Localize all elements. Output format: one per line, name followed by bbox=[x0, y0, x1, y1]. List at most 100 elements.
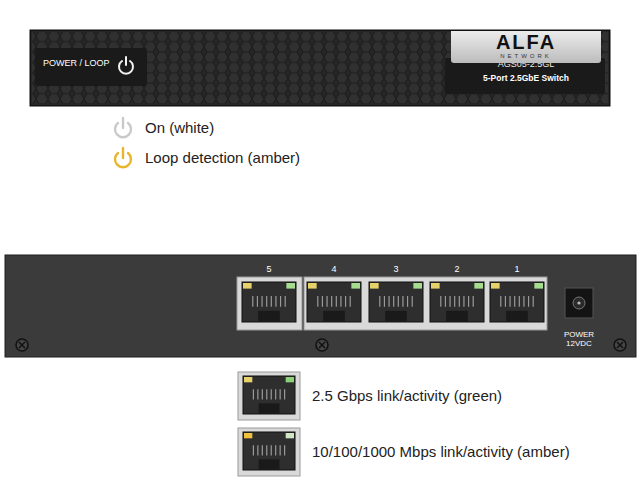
port-contact bbox=[275, 389, 276, 399]
port-contact bbox=[285, 296, 286, 307]
port-jack bbox=[307, 282, 361, 322]
port-contact bbox=[463, 296, 464, 307]
port-contact bbox=[266, 389, 267, 399]
port-contact bbox=[336, 296, 337, 307]
port-contact bbox=[379, 296, 380, 307]
hex-grille bbox=[32, 32, 608, 104]
led bbox=[491, 283, 500, 289]
port-number: 2 bbox=[454, 264, 459, 274]
rear-panel bbox=[5, 255, 636, 357]
led bbox=[370, 283, 379, 289]
power-icon-white bbox=[115, 118, 131, 137]
port-contact bbox=[257, 389, 258, 399]
port-contact bbox=[402, 296, 403, 307]
led bbox=[351, 283, 360, 289]
port-contact bbox=[253, 445, 254, 455]
led bbox=[244, 433, 252, 438]
port-notch bbox=[259, 403, 280, 414]
led bbox=[308, 283, 317, 289]
port-notch bbox=[385, 311, 407, 322]
port-contact bbox=[519, 296, 520, 307]
front-panel bbox=[30, 30, 610, 106]
led bbox=[413, 283, 422, 289]
legend-text: Loop detection (amber) bbox=[145, 149, 300, 166]
port-contact bbox=[514, 296, 515, 307]
port-jack bbox=[242, 282, 296, 322]
power-jack-socket bbox=[573, 297, 585, 309]
port-contact bbox=[322, 296, 323, 307]
port-frame bbox=[237, 277, 302, 330]
port-jack bbox=[243, 376, 295, 414]
power-icon bbox=[119, 57, 133, 74]
port-contact bbox=[340, 296, 341, 307]
port-contact bbox=[280, 296, 281, 307]
brand-logo-text: NETWORK bbox=[500, 53, 552, 60]
port-contact bbox=[398, 296, 399, 307]
port-contact bbox=[440, 296, 441, 307]
port-legend-icons bbox=[238, 372, 300, 476]
led-plate bbox=[35, 48, 147, 86]
port-contact bbox=[284, 445, 285, 455]
port-contact bbox=[280, 389, 281, 399]
port-contact bbox=[284, 389, 285, 399]
panel-label: POWER / LOOP bbox=[43, 58, 110, 68]
port-contact bbox=[262, 389, 263, 399]
port-contact bbox=[473, 296, 474, 307]
port-contact bbox=[271, 296, 272, 307]
panel-label: 5-Port 2.5GbE Switch bbox=[483, 74, 569, 84]
model-plate bbox=[445, 58, 605, 94]
port-number: 1 bbox=[514, 264, 519, 274]
panel-box: POWER / LOOPAGS05-2.5GL5-Port 2.5GbE Swi… bbox=[30, 30, 610, 106]
screw bbox=[16, 339, 28, 351]
port-notch bbox=[323, 311, 345, 322]
legend-text: 10/100/1000 Mbps link/activity (amber) bbox=[312, 443, 570, 460]
led bbox=[286, 377, 294, 382]
logo-badge: ALFANETWORK bbox=[451, 31, 601, 63]
port-contact bbox=[412, 296, 413, 307]
led bbox=[431, 283, 440, 289]
port-contact bbox=[266, 445, 267, 455]
led bbox=[286, 283, 295, 289]
port-number: 4 bbox=[331, 264, 336, 274]
screws bbox=[16, 339, 626, 351]
port-notch bbox=[259, 459, 280, 470]
port-contact bbox=[252, 296, 253, 307]
port-contact bbox=[407, 296, 408, 307]
rj45-ports bbox=[242, 282, 544, 322]
led bbox=[243, 283, 252, 289]
panel-label: POWER 12VDC bbox=[559, 330, 599, 348]
port-notch bbox=[446, 311, 468, 322]
port-jack bbox=[430, 282, 484, 322]
port-contact bbox=[280, 445, 281, 455]
port-contact bbox=[275, 445, 276, 455]
port-contact bbox=[449, 296, 450, 307]
port-contact bbox=[468, 296, 469, 307]
legend-text: On (white) bbox=[145, 119, 214, 136]
port-contact bbox=[459, 296, 460, 307]
port-number: 5 bbox=[266, 264, 271, 274]
port-contact bbox=[384, 296, 385, 307]
port-icon bbox=[238, 428, 300, 476]
led bbox=[534, 283, 543, 289]
led bbox=[244, 377, 252, 382]
port-contact bbox=[257, 296, 258, 307]
screw bbox=[316, 339, 328, 351]
port-contact bbox=[331, 296, 332, 307]
legend-text: 2.5 Gbps link/activity (green) bbox=[312, 387, 502, 404]
port-contact bbox=[275, 296, 276, 307]
port-contact bbox=[393, 296, 394, 307]
port-contact bbox=[317, 296, 318, 307]
port-contact bbox=[445, 296, 446, 307]
port-contact bbox=[345, 296, 346, 307]
port-contact bbox=[253, 389, 254, 399]
port-contact bbox=[454, 296, 455, 307]
port-contact bbox=[523, 296, 524, 307]
power-jack bbox=[565, 288, 593, 318]
port-contact bbox=[500, 296, 501, 307]
port-jack bbox=[243, 432, 295, 470]
port-contact bbox=[350, 296, 351, 307]
port-jack bbox=[369, 282, 423, 322]
